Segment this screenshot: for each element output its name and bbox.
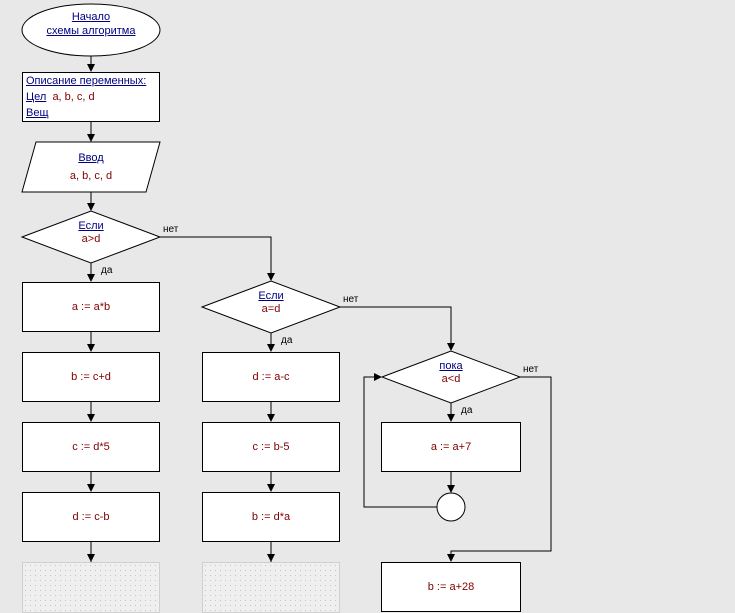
col2-empty-slot <box>202 562 340 613</box>
col1-step-2: b := c+d <box>22 352 160 402</box>
col2-step-3: b := d*a <box>202 492 340 542</box>
loop-yes-label: да <box>461 405 473 416</box>
variables-title: Описание переменных: <box>26 75 147 87</box>
if2-keyword: Если <box>258 290 284 302</box>
start-line2: схемы алгоритма <box>46 25 136 37</box>
loop-condition: a<d <box>441 373 461 385</box>
if1-keyword: Если <box>78 220 104 232</box>
variables-int-list: a, b, c, d <box>52 91 95 103</box>
col1-empty-slot <box>22 562 160 613</box>
input-keyword: Ввод <box>78 152 104 164</box>
col3-loop-body: a := a+7 <box>381 422 521 472</box>
if1-yes-label: да <box>101 265 113 276</box>
col1-step-4: d := c-b <box>22 492 160 542</box>
col2-step-2: c := b-5 <box>202 422 340 472</box>
variables-block: Описание переменных: Цел a, b, c, d Вещ <box>22 72 160 122</box>
loop-no-label: нет <box>523 364 539 375</box>
if2-condition: a=d <box>261 303 281 315</box>
variables-real-keyword: Вещ <box>26 107 49 119</box>
if1-condition: a>d <box>81 233 101 245</box>
col1-step-1: a := a*b <box>22 282 160 332</box>
if2-no-label: нет <box>343 294 359 305</box>
start-line1: Начало <box>71 11 111 23</box>
if2-yes-label: да <box>281 335 293 346</box>
loop-keyword: пока <box>439 360 463 372</box>
input-vars: a, b, c, d <box>69 170 113 182</box>
col2-step-1: d := a-c <box>202 352 340 402</box>
col1-step-3: c := d*5 <box>22 422 160 472</box>
variables-int-keyword: Цел <box>26 91 47 103</box>
col3-after-loop: b := a+28 <box>381 562 521 612</box>
loop-join-circle <box>436 492 466 522</box>
if1-no-label: нет <box>163 224 179 235</box>
input-parallelogram <box>21 141 161 193</box>
